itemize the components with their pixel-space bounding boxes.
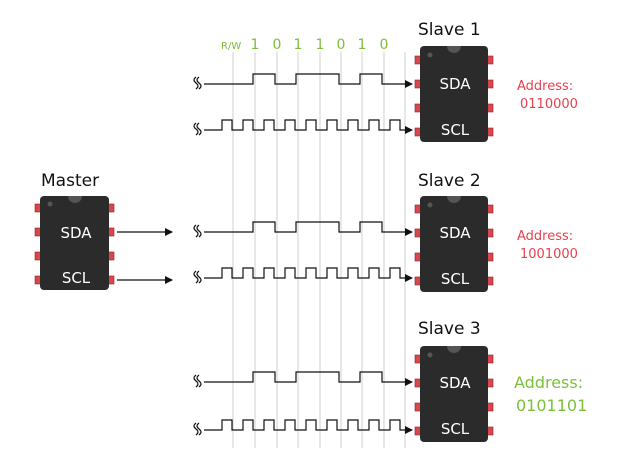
master-title: Master — [41, 171, 99, 191]
bit-label: 0 — [273, 37, 282, 53]
rw-label: R/W — [221, 41, 241, 52]
timing-guides — [232, 52, 406, 448]
chip-body — [420, 46, 488, 142]
slave-3-pin-scl: SCL — [441, 420, 470, 438]
bit-labels: R/W 1 0 1 1 0 1 0 — [221, 37, 388, 53]
slave-3-chip: Slave 3 SDA SCL Address: 0101101 — [414, 319, 587, 442]
squiggle-icon — [196, 122, 202, 136]
bit-label: 0 — [337, 37, 346, 53]
squiggle-icon — [193, 374, 199, 388]
bit-label: 0 — [380, 37, 389, 53]
slave-3-pin-sda: SDA — [439, 374, 471, 392]
chip-notch — [68, 196, 82, 203]
chip-pins — [34, 203, 115, 285]
chip-dot — [47, 201, 53, 207]
slave-2-address-label: Address: — [517, 229, 573, 244]
slave-3-title: Slave 3 — [418, 319, 481, 339]
scl-waveform — [204, 419, 413, 434]
sda-waveform — [204, 371, 413, 386]
squiggle-icon — [196, 374, 202, 388]
waveforms — [193, 73, 413, 436]
master-chip: Master SDA SCL — [34, 171, 115, 290]
sda-waveform — [204, 73, 413, 88]
chip-body — [40, 196, 109, 290]
bit-label: 1 — [358, 37, 367, 53]
squiggle-icon — [193, 422, 199, 436]
chip-notch — [447, 196, 461, 203]
bit-label: 1 — [294, 37, 303, 53]
slave-3-address-value: 0101101 — [516, 396, 587, 415]
slave-1-address-value: 0110000 — [520, 97, 578, 112]
master-pin-scl: SCL — [62, 269, 91, 287]
master-pin-sda: SDA — [60, 224, 92, 242]
squiggle-icon — [196, 76, 202, 90]
chip-body — [420, 196, 488, 292]
slave-2-chip: Slave 2 SDA SCL Address: 1001000 — [414, 171, 578, 292]
squiggle-icon — [193, 122, 199, 136]
slave-2-pin-sda: SDA — [439, 224, 471, 242]
slave-2-address-value: 1001000 — [520, 247, 578, 262]
squiggle-icon — [193, 270, 199, 284]
sda-waveform — [204, 221, 413, 236]
squiggle-icon — [196, 422, 202, 436]
scl-waveform — [204, 267, 413, 282]
slave-1-pin-sda: SDA — [439, 75, 471, 93]
bit-label: 1 — [316, 37, 325, 53]
squiggle-icon — [196, 270, 202, 284]
scl-waveform — [204, 119, 413, 134]
chip-pins — [414, 204, 494, 286]
chip-dot — [427, 202, 433, 208]
slave-1-chip: Slave 1 SDA SCL Address: 0110000 — [414, 20, 578, 142]
squiggle-icon — [196, 224, 202, 238]
slave-1-address-label: Address: — [517, 79, 573, 94]
slave-2-pin-scl: SCL — [441, 270, 470, 288]
chip-notch — [447, 346, 461, 353]
slave-2-title: Slave 2 — [418, 171, 481, 191]
slave-1-title: Slave 1 — [418, 20, 481, 40]
slave-3-address-label: Address: — [514, 373, 583, 392]
squiggle-icon — [193, 224, 199, 238]
slave-1-pin-scl: SCL — [441, 121, 470, 139]
squiggle-icon — [193, 76, 199, 90]
chip-dot — [427, 352, 433, 358]
master-arrows — [117, 228, 173, 284]
chip-dot — [427, 52, 433, 58]
chip-body — [420, 346, 488, 442]
bit-label: 1 — [251, 37, 260, 53]
chip-notch — [447, 46, 461, 53]
